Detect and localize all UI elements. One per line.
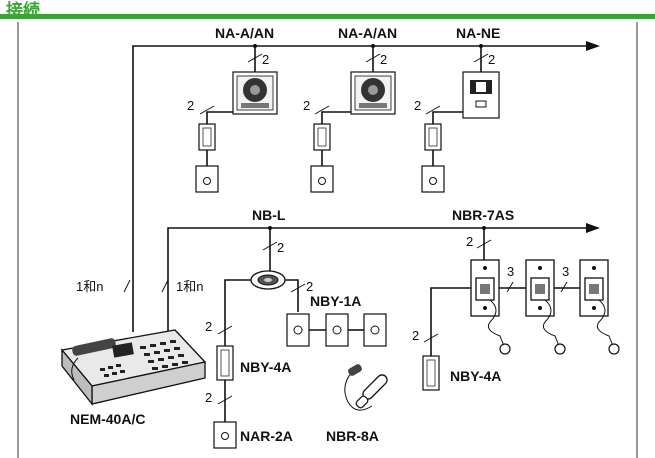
nbr-7as-link-2: 3 xyxy=(562,264,569,279)
master-line-2-label: 1和n xyxy=(176,279,203,294)
top-device-2-drop-count: 2 xyxy=(303,98,310,113)
top-device-3-count: 2 xyxy=(488,52,495,67)
mic-icon xyxy=(554,343,566,355)
right-nby-4a-count: 2 xyxy=(412,328,419,343)
bottom-bus xyxy=(167,223,600,348)
top-bus xyxy=(132,41,600,332)
master-station: NEM-40A/C xyxy=(60,329,207,427)
nb-l-branch-count: 2 xyxy=(306,279,313,294)
call-button-icon xyxy=(195,165,219,193)
nby-4a-label: NBY-4A xyxy=(240,359,291,375)
volume-control-icon xyxy=(286,313,310,347)
top-device-3: NA-NE 2 2 xyxy=(414,25,500,193)
intercom-unit-icon xyxy=(350,71,396,115)
nb-l-count: 2 xyxy=(277,240,284,255)
nbr-8a-group: NBR-8A xyxy=(326,364,388,444)
master-console-icon xyxy=(60,329,207,406)
top-device-3-drop-count: 2 xyxy=(414,98,421,113)
nar-2a-count: 2 xyxy=(205,390,212,405)
nbr-7as-label: NBR-7AS xyxy=(452,207,514,223)
handset-icon xyxy=(344,364,388,411)
nby-1a-label: NBY-1A xyxy=(310,293,361,309)
terminal-box-icon xyxy=(422,355,440,391)
top-device-1-drop-count: 2 xyxy=(187,98,194,113)
section-header: 接続 xyxy=(0,0,655,22)
top-device-3-label: NA-NE xyxy=(456,25,500,41)
nbr-7as-count: 2 xyxy=(466,234,473,249)
nbr-7as-group: NBR-7AS 2 3 3 xyxy=(412,207,620,391)
master-line-1-label: 1和n xyxy=(76,279,103,294)
top-device-2-count: 2 xyxy=(380,52,387,67)
nar-2a-label: NAR-2A xyxy=(240,428,293,444)
top-device-1-label: NA-A/AN xyxy=(215,25,274,41)
nbr-7as-link-1: 3 xyxy=(507,264,514,279)
nbr-8a-label: NBR-8A xyxy=(326,428,379,444)
header-accent-bar xyxy=(0,14,655,19)
right-nby-4a-label: NBY-4A xyxy=(450,368,501,384)
intercom-unit-icon xyxy=(232,71,278,115)
volume-control-icon xyxy=(363,313,387,347)
nby-1a-group: NBY-1A xyxy=(286,293,387,347)
call-button-icon xyxy=(213,421,237,449)
top-device-2: NA-A/AN 2 2 xyxy=(303,25,397,193)
nby-4a-count: 2 xyxy=(205,319,212,334)
left-terminal-chain: 2 NBY-4A 2 NAR-2A xyxy=(205,319,293,449)
nb-l-label: NB-L xyxy=(252,207,286,223)
mic-icon xyxy=(608,343,620,355)
top-device-1: NA-A/AN 2 2 xyxy=(187,25,278,193)
top-device-1-count: 2 xyxy=(262,52,269,67)
master-label: NEM-40A/C xyxy=(70,411,145,427)
volume-control-icon xyxy=(325,313,349,347)
ceiling-speaker-icon xyxy=(250,270,286,290)
call-button-icon xyxy=(421,165,445,193)
nb-l-group: NB-L 2 2 xyxy=(224,207,313,346)
mic-icon xyxy=(499,343,511,355)
top-device-2-label: NA-A/AN xyxy=(338,25,397,41)
call-button-icon xyxy=(310,165,334,193)
terminal-box-icon xyxy=(216,345,234,381)
wall-station-icon xyxy=(462,71,500,119)
